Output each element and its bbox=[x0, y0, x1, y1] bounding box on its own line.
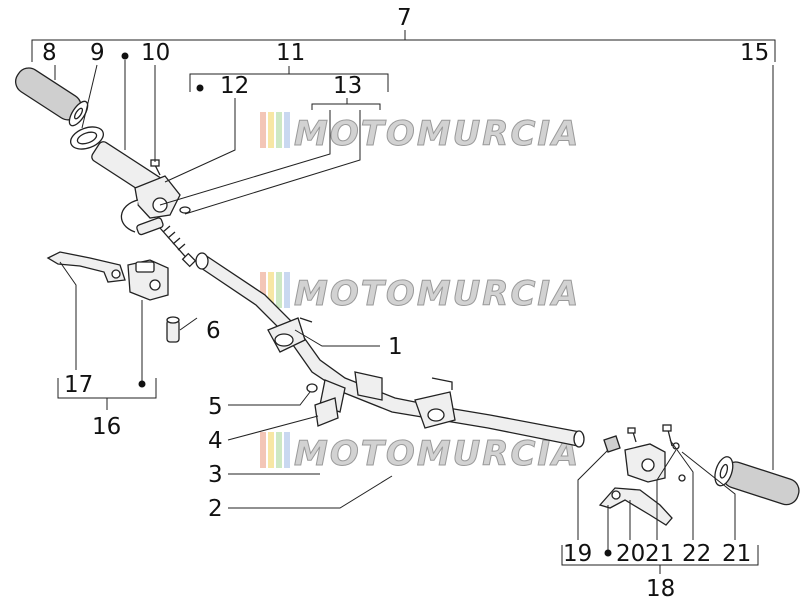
watermark-text: MOTOMURCIA bbox=[294, 434, 580, 474]
watermark-bottom: MOTOMURCIA bbox=[260, 432, 580, 475]
screw-22 bbox=[662, 424, 673, 447]
callout-1: 1 bbox=[388, 334, 403, 360]
left-master-cylinder bbox=[127, 259, 169, 301]
right-master-cylinder bbox=[624, 443, 666, 483]
dot-12 bbox=[196, 84, 204, 92]
screw-19 bbox=[627, 427, 637, 443]
callout-21a: 21 bbox=[645, 541, 674, 567]
callout-2: 2 bbox=[208, 496, 223, 522]
callout-12: 12 bbox=[220, 73, 249, 99]
bracket-16 bbox=[57, 378, 157, 410]
callout-3: 3 bbox=[208, 462, 223, 488]
bracket-7 bbox=[31, 30, 776, 62]
watermark-middle: MOTOMURCIA bbox=[260, 272, 580, 315]
left-brake-lever bbox=[46, 251, 126, 283]
bracket-11 bbox=[189, 66, 389, 92]
callout-8: 8 bbox=[42, 40, 57, 66]
callout-19: 19 bbox=[563, 541, 592, 567]
watermark-text: MOTOMURCIA bbox=[294, 274, 580, 314]
callout-16: 16 bbox=[92, 414, 121, 440]
bracket-part bbox=[314, 397, 339, 427]
dot-20 bbox=[604, 549, 612, 557]
callout-10: 10 bbox=[141, 40, 170, 66]
callout-21b: 21 bbox=[722, 541, 751, 567]
left-grip bbox=[14, 67, 89, 127]
callout-15: 15 bbox=[740, 40, 769, 66]
callout-13: 13 bbox=[333, 73, 362, 99]
cable-end bbox=[120, 199, 164, 236]
right-grip bbox=[714, 456, 800, 506]
right-nut bbox=[603, 435, 621, 453]
bracket-18 bbox=[561, 545, 759, 574]
part-6 bbox=[166, 316, 180, 343]
callout-5: 5 bbox=[208, 394, 223, 420]
watermark-top: MOTOMURCIA bbox=[260, 112, 580, 155]
callout-6: 6 bbox=[206, 318, 221, 344]
callout-9: 9 bbox=[90, 40, 105, 66]
callout-7: 7 bbox=[397, 5, 412, 31]
callout-20: 20 bbox=[616, 541, 645, 567]
callout-11: 11 bbox=[276, 40, 305, 66]
watermark-text: MOTOMURCIA bbox=[294, 114, 580, 154]
callout-22: 22 bbox=[682, 541, 711, 567]
washer-13 bbox=[179, 206, 191, 214]
dot-16 bbox=[138, 380, 146, 388]
bracket-13 bbox=[311, 98, 381, 110]
grip-ring bbox=[70, 126, 104, 150]
dot-10 bbox=[121, 52, 129, 60]
bolt-13 bbox=[159, 225, 197, 268]
right-brake-lever bbox=[598, 487, 673, 526]
washer-5 bbox=[306, 383, 318, 393]
callout-18: 18 bbox=[646, 576, 675, 600]
callout-17: 17 bbox=[64, 372, 93, 398]
screw-21 bbox=[672, 442, 686, 482]
leader-lines bbox=[54, 60, 774, 550]
callout-4: 4 bbox=[208, 428, 223, 454]
